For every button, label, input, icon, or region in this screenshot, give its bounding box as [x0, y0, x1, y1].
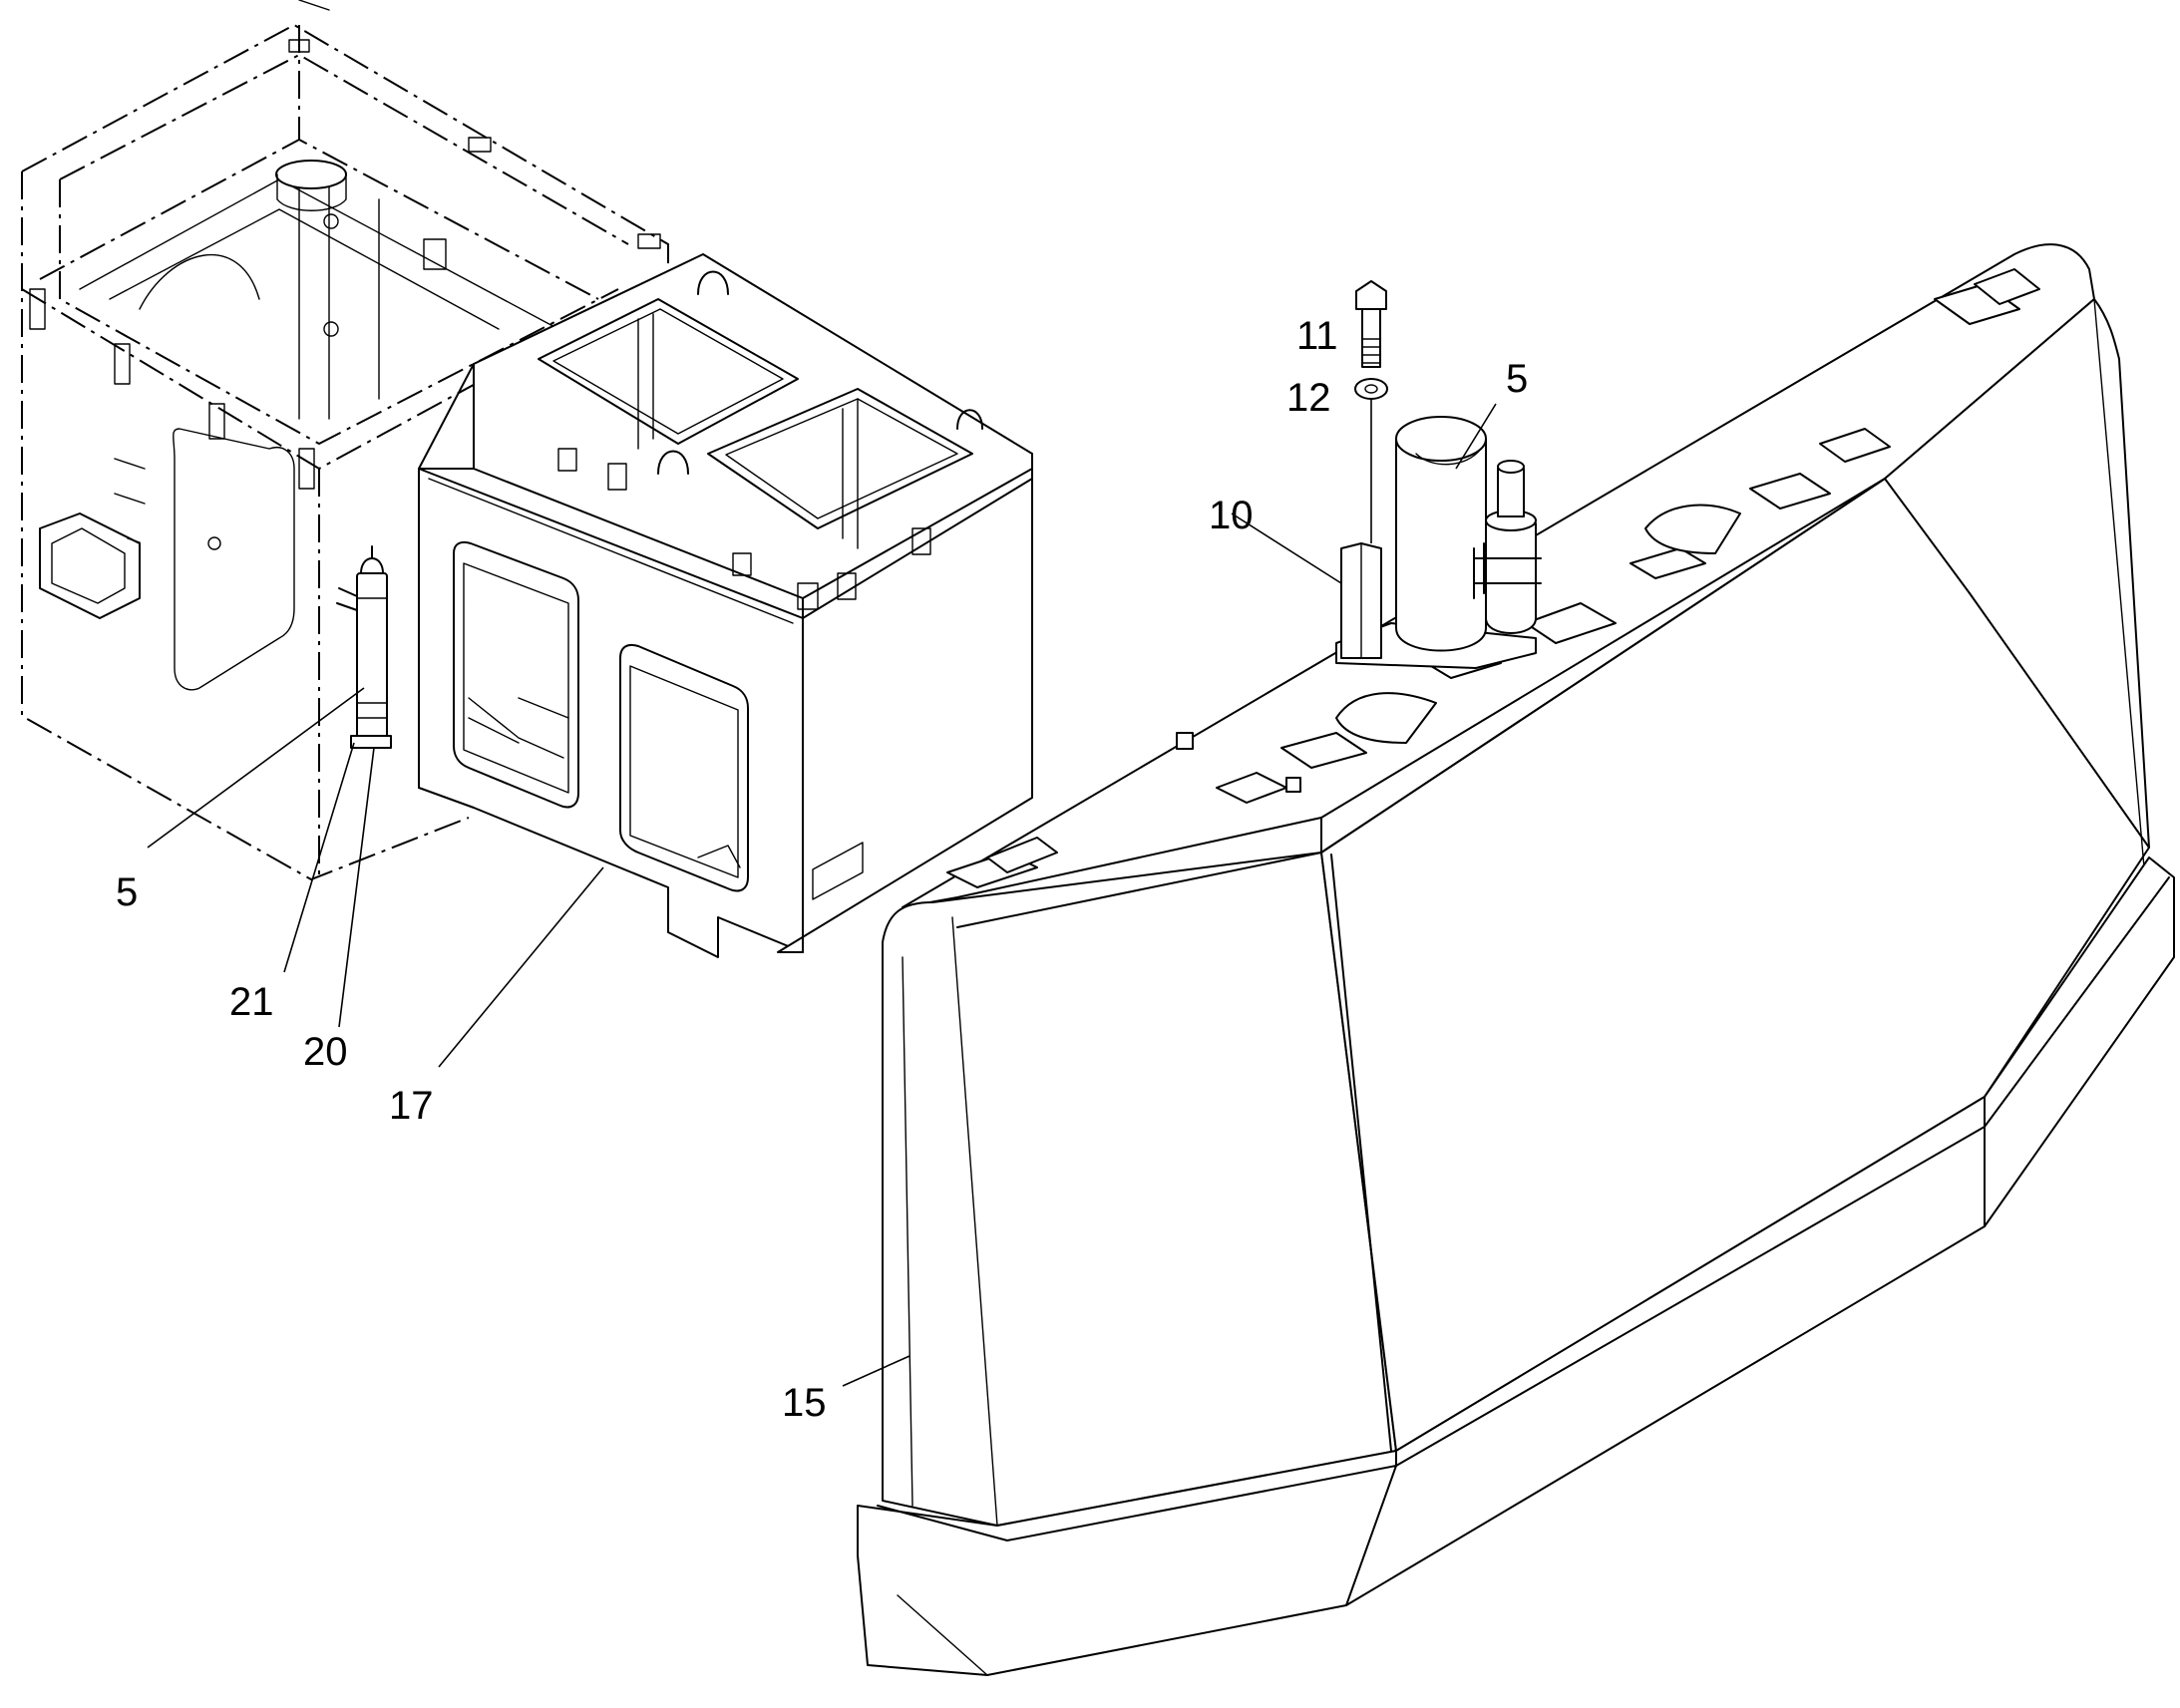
- callout-labels: 5 21 20 17 11 12 5 10 15: [116, 314, 1528, 1425]
- callout-20: 20: [303, 1030, 348, 1074]
- gas-spring: [336, 545, 392, 749]
- callout-15: 15: [782, 1381, 827, 1425]
- cabinet-box: [418, 253, 1033, 958]
- callout-leaders: [147, 403, 1497, 1387]
- motor-assembly: [1335, 280, 1542, 669]
- phantom-frame: [21, 0, 669, 881]
- callout-5-left: 5: [116, 870, 138, 914]
- callout-5-right: 5: [1506, 357, 1528, 401]
- callout-11: 11: [1296, 314, 1338, 358]
- enclosure: [857, 243, 2175, 1676]
- callout-10: 10: [1209, 494, 1254, 537]
- callout-21: 21: [229, 980, 274, 1024]
- callout-17: 17: [389, 1084, 434, 1128]
- callout-12: 12: [1286, 376, 1331, 420]
